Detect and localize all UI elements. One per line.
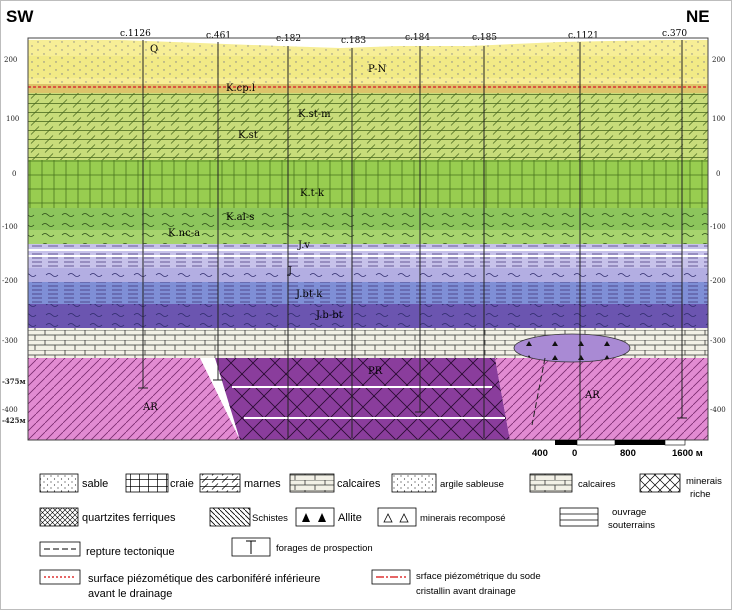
legend-swatch-recompose [377, 507, 417, 527]
legend-label: marnes [244, 478, 281, 490]
unit-label: K.t-k [300, 188, 325, 199]
legend: sable craie marnes calcaires argile sabl… [39, 473, 722, 600]
tick-label: -400 [2, 406, 18, 414]
scale-label: 1600 м [672, 448, 703, 459]
well-label: c.1126 [120, 29, 151, 39]
unit-label: K.al-s [226, 212, 254, 223]
scale-label: 400 [532, 448, 548, 459]
direction-ne-label: NE [686, 7, 710, 26]
legend-swatch-quartzites [39, 507, 79, 527]
legend-label: ouvrage [612, 507, 646, 518]
unit-label: K.cp.l [226, 83, 255, 94]
scale-label: 0 [572, 448, 577, 459]
tick-label: -300 [2, 337, 18, 345]
marker-label: -425м [2, 416, 26, 425]
legend-label: souterrains [608, 520, 655, 531]
tick-label: 200 [4, 56, 17, 64]
unit-label: Q [150, 44, 158, 55]
unit-label: P-N [368, 64, 387, 75]
legend-label: surface piézométique des carboniféré inf… [88, 573, 320, 585]
unit-label: J [287, 266, 292, 277]
unit-labels: Q P-N K.cp.l K.st-m K.st K.t-k K.al-s K.… [142, 44, 600, 413]
legend-label: repture tectonique [86, 546, 175, 558]
legend-swatch-calcaires [289, 473, 335, 493]
legend-swatch-ouvrage [559, 507, 599, 527]
legend-label: calcaires [337, 478, 381, 490]
well-label: c.183 [341, 36, 366, 46]
unit-label: J.b-bt [315, 310, 343, 321]
unit-label: J.bt-k [295, 289, 323, 300]
tick-label: -400 [710, 406, 726, 414]
tick-label: -200 [710, 277, 726, 285]
legend-label: calcaires [578, 479, 616, 490]
legend-label: quartzites ferriques [82, 512, 176, 524]
unit-label: K.st [238, 130, 258, 141]
legend-label: Schistes [252, 513, 288, 524]
scale-label: 800 [620, 448, 636, 459]
unit-label: K.st-m [298, 109, 331, 120]
legend-label: riche [690, 489, 711, 500]
tick-label: -100 [2, 223, 18, 231]
tick-label: 0 [12, 170, 16, 178]
legend-swatch-allite [295, 507, 335, 527]
legend-swatch-calcaires-2 [529, 473, 573, 493]
legend-swatch-sable [39, 473, 79, 493]
marker-label: -375м [2, 377, 26, 386]
unit-label: K.nc-a [168, 228, 200, 239]
unit-label: J.v [297, 240, 310, 251]
legend-label: minerais [686, 476, 722, 487]
tick-label: -100 [710, 223, 726, 231]
well-label: c.370 [662, 29, 687, 39]
legend-swatch-marnes [199, 473, 241, 493]
strata-section [28, 40, 708, 440]
kcpl-band [28, 84, 708, 93]
legend-swatch-minerais [639, 473, 681, 493]
legend-label: cristallin avant drainage [416, 586, 516, 597]
tick-label: 100 [6, 115, 19, 123]
legend-label: sable [82, 478, 108, 490]
legend-label: minerais recomposé [420, 513, 506, 524]
legend-label: forages de prospection [276, 543, 373, 554]
legend-label: craie [170, 478, 194, 490]
scale-bar: 400 0 800 1600 м [532, 439, 703, 459]
fault-line [531, 357, 546, 426]
well-label: c.1121 [568, 31, 599, 41]
direction-sw-label: SW [6, 7, 34, 26]
tick-label: 100 [712, 115, 725, 123]
tick-label: -300 [710, 337, 726, 345]
tick-label: -200 [2, 277, 18, 285]
legend-label: avant le drainage [88, 588, 172, 600]
well-label: c.182 [276, 34, 301, 44]
legend-label: srface piézométrique du sode [416, 571, 541, 582]
elevation-axis-right: 200 100 0 -100 -200 -300 -400 [710, 56, 726, 414]
unit-label: PR [368, 366, 383, 377]
legend-swatch-repture [39, 541, 81, 557]
tick-label: 0 [716, 170, 720, 178]
unit-label: AR [142, 402, 158, 413]
unit-label: AR [584, 390, 600, 401]
legend-swatch-argile [391, 473, 437, 493]
well-label: c.461 [206, 31, 231, 41]
tick-label: 200 [712, 56, 725, 64]
elevation-axis-left: 200 100 0 -100 -200 -300 -400 -375м -425… [2, 56, 26, 425]
legend-swatch-craie [125, 473, 169, 493]
section-border [27, 37, 709, 441]
legend-swatch-schistes [209, 507, 251, 527]
legend-label: argile sableuse [440, 479, 504, 490]
legend-label: Allite [338, 512, 362, 524]
